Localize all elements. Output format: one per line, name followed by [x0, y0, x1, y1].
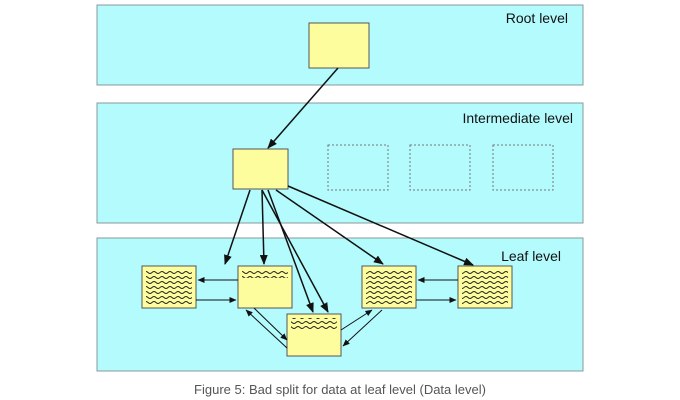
empty-intermediate-slot-1 [327, 144, 389, 191]
arrow-root-to-intermediate [267, 67, 339, 149]
empty-intermediate-slot-3 [492, 144, 554, 191]
link-leaf4-to-leaf3 [342, 309, 383, 347]
leaf-node-1 [141, 265, 197, 309]
root-level-label: Root level [506, 10, 568, 26]
empty-intermediate-slot-2 [409, 144, 471, 191]
arrow-intermediate-to-leaf-2b [259, 189, 268, 265]
leaf-level-label: Leaf level [501, 248, 561, 264]
link-leaf3-to-leaf4 [340, 309, 373, 331]
intermediate-level-band: Intermediate level [96, 102, 584, 224]
arrow-intermediate-to-leaf-3b [261, 189, 329, 313]
arrow-intermediate-to-leaf-3 [267, 189, 314, 313]
leaf-node-5 [457, 265, 513, 309]
leaf-node-4 [361, 265, 417, 309]
root-node [308, 22, 370, 69]
leaf-node-3 [286, 313, 342, 357]
leaf-node-2 [237, 265, 293, 309]
arrow-intermediate-to-leaf-5 [287, 185, 474, 266]
figure-caption: Figure 5: Bad split for data at leaf lev… [194, 382, 486, 397]
link-leaf2-to-leaf3 [253, 307, 288, 341]
link-leaf3-to-leaf2 [245, 309, 288, 349]
intermediate-level-label: Intermediate level [462, 110, 573, 126]
intermediate-node [232, 148, 289, 190]
arrow-intermediate-to-leaf-2 [224, 189, 251, 265]
arrow-intermediate-to-leaf-4 [275, 189, 384, 265]
